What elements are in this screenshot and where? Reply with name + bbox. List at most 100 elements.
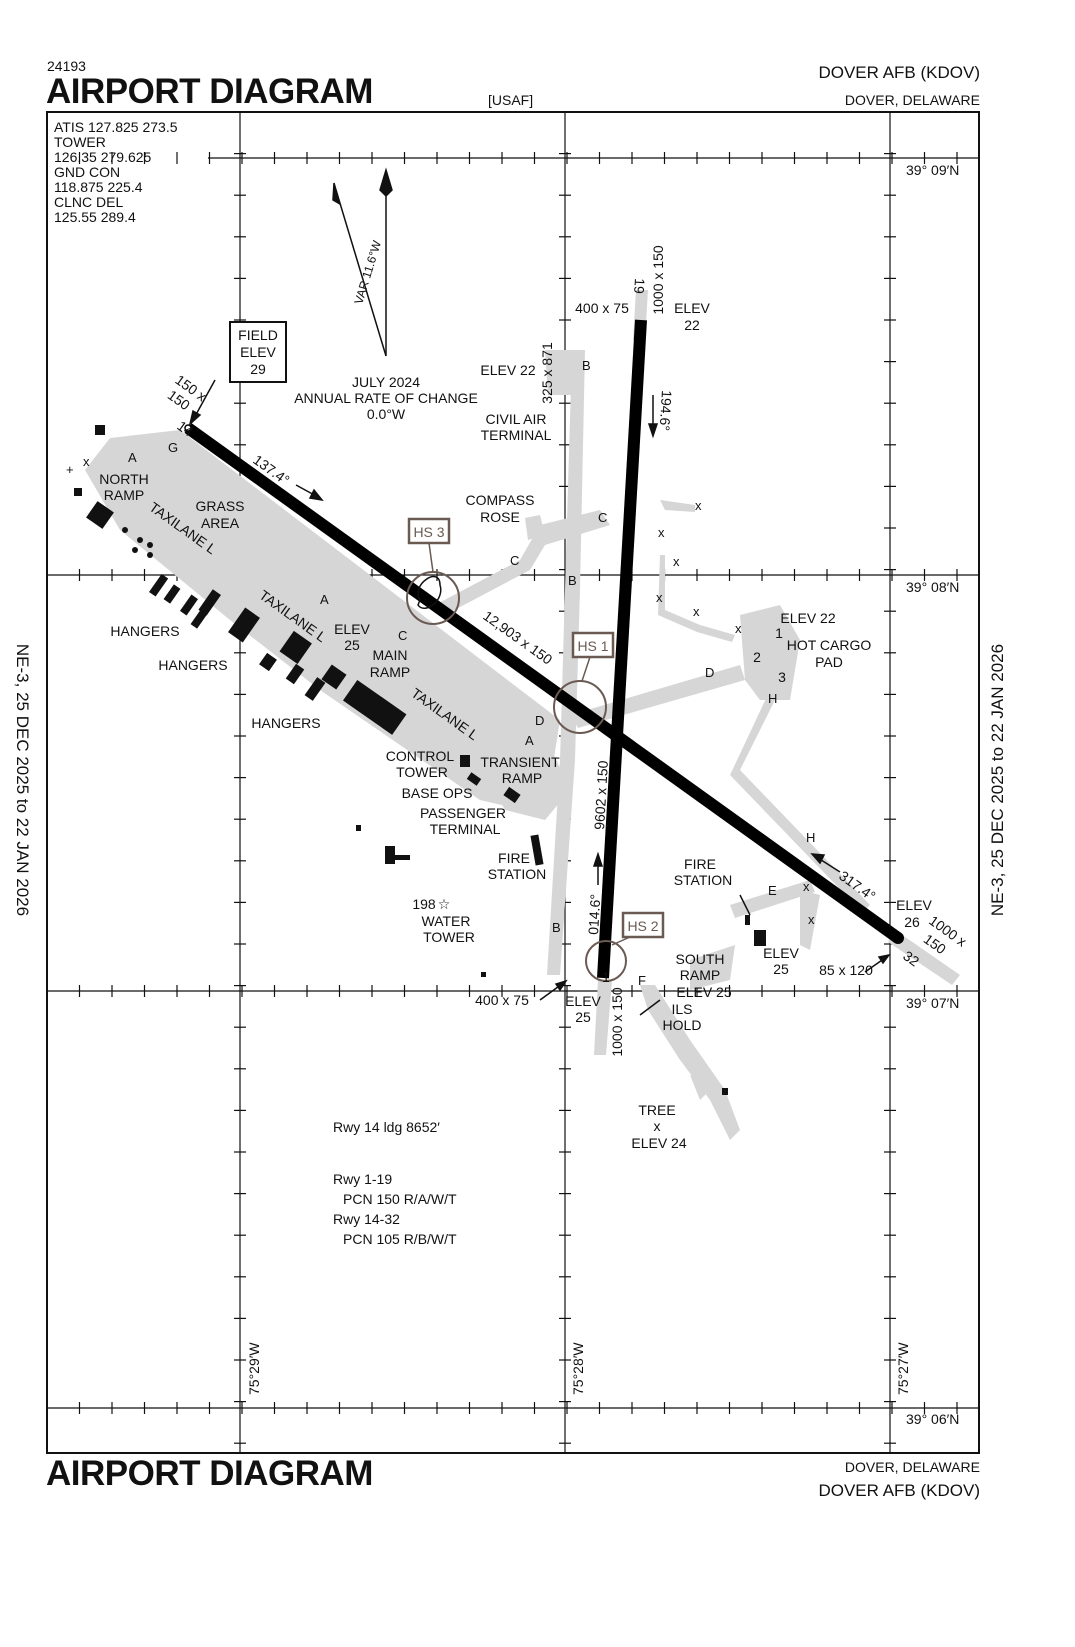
civil-air-terminal-l2: TERMINAL <box>481 427 552 443</box>
freq-gnd: 118.875 225.4 <box>54 179 143 195</box>
north-ramp-l1: NORTH <box>99 471 149 487</box>
elev-26-l1: ELEV <box>896 897 932 913</box>
change-label: ANNUAL RATE OF CHANGE <box>294 390 478 406</box>
runway-1-19 <box>597 319 647 979</box>
compass-rose-l2: ROSE <box>480 509 520 525</box>
south-ramp-l2: RAMP <box>680 967 720 983</box>
water-tower-elev: 198 <box>412 896 436 912</box>
obstruction-x: x <box>656 590 663 605</box>
rwy-1-heading: 014.6° <box>585 894 603 935</box>
overrun-400x75-south: 400 x 75 <box>475 992 529 1008</box>
taxiway-b-south: B <box>552 920 561 935</box>
hot-cargo-pad-l2: PAD <box>815 654 843 670</box>
note-rwy14-ldg: Rwy 14 ldg 8652′ <box>333 1119 440 1135</box>
tree-l1: TREE <box>638 1102 675 1118</box>
coordinate-labels: 39° 09′N 39° 08′N 39° 07′N 39° 06′N 75°2… <box>246 162 959 1427</box>
obstruction-x: + <box>66 462 74 477</box>
frequencies-block: ATIS 127.825 273.5 TOWER 126.35 279.625 … <box>54 119 178 225</box>
runway-notes: Rwy 14 ldg 8652′ Rwy 1-19 PCN 150 R/A/W/… <box>333 1119 457 1247</box>
field-elev-l2: ELEV <box>240 344 276 360</box>
diagram-frame <box>46 111 980 1454</box>
lat-39-06: 39° 06′N <box>906 1411 959 1427</box>
elev-25-main-l2: 25 <box>344 637 360 653</box>
taxiway-c-west: C <box>398 628 407 643</box>
water-tower-l2: TOWER <box>423 929 475 945</box>
page-title: AIRPORT DIAGRAM <box>46 72 373 111</box>
ils-hold-l2: HOLD <box>663 1017 702 1033</box>
water-tower-star: ☆ <box>438 896 451 912</box>
rwy-1-end: 1 <box>602 969 610 985</box>
field-elev-point <box>184 424 192 432</box>
dim-85x120: 85 x 120 <box>819 962 873 978</box>
area-labels: 400 x 75 1000 x 150 ELEV 22 ELEV 22 325 … <box>99 245 969 1151</box>
taxiway-c-east: C <box>598 510 607 525</box>
grass-area-l1: GRASS <box>195 498 244 514</box>
change-value: 0.0°W <box>367 406 406 422</box>
north-ramp-l2: RAMP <box>104 487 144 503</box>
north-arrows <box>332 167 393 357</box>
fire-station-main-l2: STATION <box>488 866 547 882</box>
footer-title: AIRPORT DIAGRAM <box>46 1454 373 1493</box>
main-ramp-l2: RAMP <box>370 664 410 680</box>
note-rwy1-19: Rwy 1-19 <box>333 1171 392 1187</box>
fire-station-south-l2: STATION <box>674 872 733 888</box>
control-tower-l1: CONTROL <box>386 748 455 764</box>
taxiway-b-mid: B <box>568 573 577 588</box>
lon-75-28: 75°28′W <box>570 1342 586 1395</box>
fire-station-main-l1: FIRE <box>498 850 530 866</box>
compass-rose-symbol <box>417 575 442 609</box>
taxiway-c-mid: C <box>510 553 519 568</box>
overrun-400x75-north: 400 x 75 <box>575 300 629 316</box>
footer-airport: DOVER AFB (KDOV) <box>818 1481 980 1500</box>
elev-25-rwy1-l2: 25 <box>575 1009 591 1025</box>
taxiway-d-west: D <box>535 713 544 728</box>
obstruction-x: x <box>673 554 680 569</box>
hangers-label-2: HANGERS <box>158 657 227 673</box>
elev-22-north-l2: 22 <box>684 317 700 333</box>
footer-city: DOVER, DELAWARE <box>844 1459 980 1475</box>
transient-ramp-l1: TRANSIENT <box>480 754 560 770</box>
transient-ramp-l2: RAMP <box>502 770 542 786</box>
pad-number-2: 2 <box>753 649 761 665</box>
rwy-19-heading: 194.6° <box>657 390 675 431</box>
rwy-1-19-size: 9602 x 150 <box>591 760 611 830</box>
lat-39-08: 39° 08′N <box>906 579 959 595</box>
hot-spot-labels: HS 3 HS 1 HS 2 <box>407 517 665 946</box>
operator-label: [USAF] <box>488 92 534 108</box>
dim-325x871: 325 x 871 <box>539 342 555 404</box>
ils-hold-l1: ILS <box>671 1001 692 1017</box>
south-ramp-l1: SOUTH <box>676 951 725 967</box>
change-date: JULY 2024 <box>352 374 420 390</box>
tree-l3: ELEV 24 <box>631 1135 686 1151</box>
obstruction-x: x <box>658 525 665 540</box>
lat-39-09: 39° 09′N <box>906 162 959 178</box>
obstruction-x: x <box>735 621 742 636</box>
runway-32-end <box>892 932 904 944</box>
taxiway-d-east: D <box>705 665 714 680</box>
hot-spot-2-label: HS 2 <box>627 918 658 934</box>
base-ops: BASE OPS <box>402 785 473 801</box>
elev-26-l2: 26 <box>904 914 920 930</box>
annual-change: JULY 2024 ANNUAL RATE OF CHANGE 0.0°W <box>294 374 478 422</box>
elev-22-civil: ELEV 22 <box>480 362 535 378</box>
elev-22-north-l1: ELEV <box>674 300 710 316</box>
chart-id: 24193 <box>47 58 86 74</box>
obstruction-x: x <box>808 912 815 927</box>
hot-cargo-pad-l1: HOT CARGO <box>787 637 872 653</box>
water-tower-l1: WATER <box>422 913 471 929</box>
rwy-19-end: 19 <box>631 278 648 295</box>
elev-22-cargo: ELEV 22 <box>780 610 835 626</box>
pad-number-3: 3 <box>778 669 786 685</box>
elev-25-south-l2: 25 <box>773 961 789 977</box>
obstruction-marks: x x x x x x x x x + <box>66 454 815 927</box>
freq-clnc-label: CLNC DEL <box>54 194 123 210</box>
taxiway-e: E <box>768 883 777 898</box>
control-tower-l2: TOWER <box>396 764 448 780</box>
lon-75-29: 75°29′W <box>246 1342 262 1395</box>
taxiway-f: F <box>638 973 646 988</box>
tree-l2: x <box>654 1118 661 1134</box>
passenger-terminal-l1: PASSENGER <box>420 805 506 821</box>
civil-air-terminal-l1: CIVIL AIR <box>486 411 547 427</box>
freq-tower: 126.35 279.625 <box>54 149 152 165</box>
freq-tower-label: TOWER <box>54 134 106 150</box>
